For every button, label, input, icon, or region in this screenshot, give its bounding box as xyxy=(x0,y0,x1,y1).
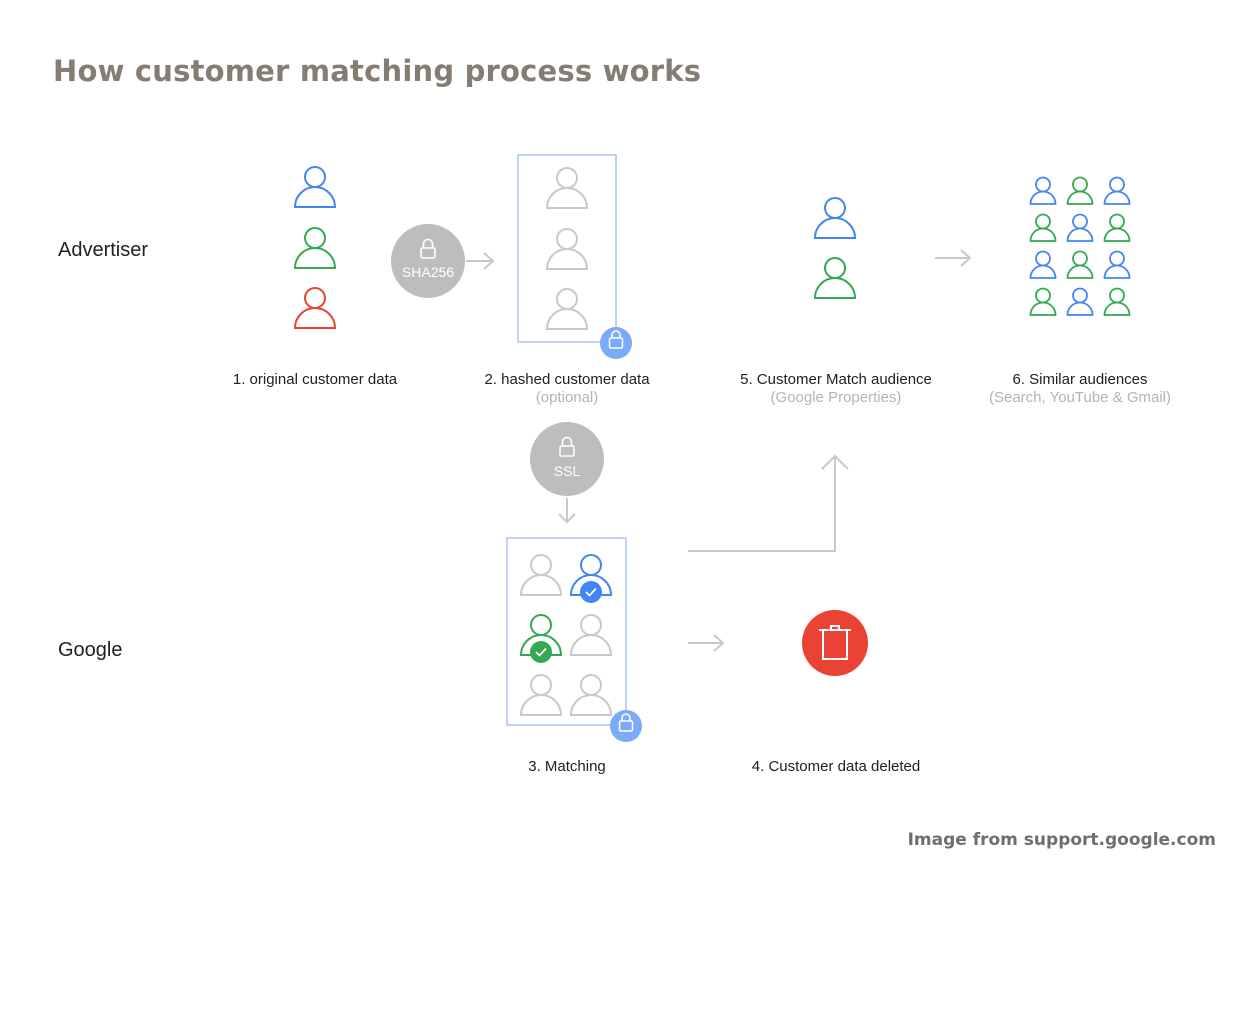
person-icon-blue xyxy=(1066,213,1094,242)
arrow-right-icon xyxy=(466,252,495,270)
lock-icon xyxy=(420,238,436,259)
ssl-badge-label: SSL xyxy=(554,463,581,479)
similar-audiences-grid xyxy=(1029,176,1131,316)
person-icon-blue xyxy=(1066,287,1094,316)
step-caption-data-deleted: 4. Customer data deleted xyxy=(752,758,920,776)
lock-badge-icon xyxy=(610,710,642,742)
person-icon-unmatched xyxy=(570,614,612,656)
person-icon-hashed xyxy=(546,288,588,330)
row-label-google: Google xyxy=(58,639,123,661)
person-icon-green xyxy=(1066,176,1094,205)
lock-badge-icon xyxy=(600,327,632,359)
step-label: 6. Similar audiences xyxy=(1012,371,1148,388)
image-credit: Image from support.google.com xyxy=(907,830,1216,850)
lock-icon xyxy=(559,436,575,457)
person-icon-green xyxy=(1103,287,1131,316)
person-icon-green xyxy=(1029,213,1057,242)
person-icon-blue xyxy=(294,166,336,208)
step-caption-matching: 3. Matching xyxy=(528,758,606,776)
person-icon-blue xyxy=(1103,250,1131,279)
page-title: How customer matching process works xyxy=(53,54,702,88)
person-icon-blue xyxy=(1103,176,1131,205)
step-sublabel: (Search, YouTube & Gmail) xyxy=(988,389,1172,406)
check-badge-icon xyxy=(530,641,552,663)
step-caption-similar-audiences: 6. Similar audiences (Search, YouTube & … xyxy=(989,371,1171,407)
person-icon-unmatched xyxy=(520,674,562,716)
arrow-right-icon xyxy=(935,249,972,267)
step-sublabel: (Google Properties) xyxy=(770,389,902,406)
step-label: 3. Matching xyxy=(528,758,606,775)
step-label: 5. Customer Match audience xyxy=(740,371,932,388)
trash-icon xyxy=(802,610,868,676)
step-caption-original-data: 1. original customer data xyxy=(233,371,397,389)
step-label: 2. hashed customer data xyxy=(484,371,650,388)
person-icon-hashed xyxy=(546,167,588,209)
step-caption-hashed-data: 2. hashed customer data (optional) xyxy=(484,371,649,407)
person-icon-red xyxy=(294,287,336,329)
person-icon-green xyxy=(1029,287,1057,316)
row-label-advertiser: Advertiser xyxy=(58,239,149,261)
step-label: 4. Customer data deleted xyxy=(751,758,921,775)
hashed-data-box xyxy=(517,154,632,359)
sha256-badge: SHA256 xyxy=(391,224,465,298)
original-customer-data-group xyxy=(294,166,336,329)
customer-match-audience-group xyxy=(814,197,856,299)
person-icon-blue xyxy=(814,197,856,239)
step-label: 1. original customer data xyxy=(232,371,398,388)
person-icon-blue xyxy=(1029,176,1057,205)
person-icon-green xyxy=(814,257,856,299)
arrow-right-icon xyxy=(688,634,725,652)
ssl-badge: SSL xyxy=(530,422,604,496)
person-icon-green xyxy=(1103,213,1131,242)
arrow-down-icon xyxy=(558,498,576,524)
matching-box xyxy=(506,537,642,742)
step-sublabel: (optional) xyxy=(535,389,599,406)
person-icon-blue xyxy=(1029,250,1057,279)
person-icon-green xyxy=(1066,250,1094,279)
person-icon-hashed xyxy=(546,228,588,270)
sha256-badge-label: SHA256 xyxy=(402,264,454,280)
person-icon-green xyxy=(294,227,336,269)
step-caption-customer-match: 5. Customer Match audience (Google Prope… xyxy=(740,371,932,407)
person-icon-unmatched xyxy=(570,674,612,716)
check-badge-icon xyxy=(580,581,602,603)
person-icon-unmatched xyxy=(520,554,562,596)
arrow-up-elbow-icon xyxy=(688,454,849,552)
